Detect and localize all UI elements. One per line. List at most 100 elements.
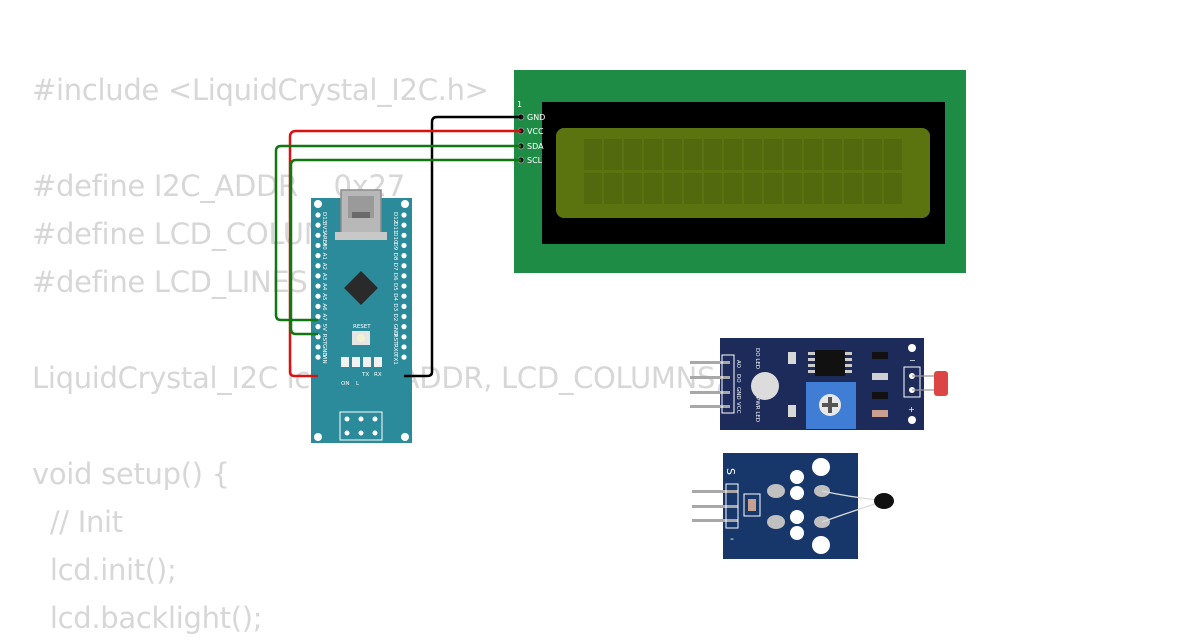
solder-pad — [790, 470, 804, 484]
nano-pin-left[interactable] — [315, 273, 321, 279]
nano-pin-left[interactable] — [315, 293, 321, 299]
lcd-pin-label: SCL — [527, 156, 543, 165]
nano-pin-right[interactable] — [401, 253, 407, 259]
wire-scl[interactable] — [289, 158, 521, 336]
wire-sda[interactable] — [274, 144, 521, 322]
nano-pin-label: A7 — [321, 314, 327, 322]
mount-hole — [401, 200, 409, 208]
nano-pin-label: A4 — [321, 283, 327, 291]
lcd-cell — [824, 139, 842, 170]
nano-pin-right[interactable] — [401, 354, 407, 360]
nano-pin-left[interactable] — [315, 354, 321, 360]
nano-pin-left[interactable] — [315, 263, 321, 269]
lcd-cell — [584, 173, 602, 204]
nano-pin-left[interactable] — [315, 242, 321, 249]
lcd-pin-label: VCC — [527, 127, 544, 136]
nano-pin-right[interactable] — [401, 273, 407, 279]
lcd-cell — [604, 173, 622, 204]
smd-part — [872, 392, 888, 399]
nano-pin-right[interactable] — [401, 263, 407, 269]
nano-pin-right[interactable] — [401, 313, 407, 320]
ntc-pcb — [723, 453, 858, 559]
led-label-tx: TX — [361, 372, 369, 378]
nano-pin-left[interactable] — [315, 283, 321, 289]
nano-pin-left[interactable] — [315, 344, 321, 350]
solder-pad — [790, 526, 804, 540]
icsp-header — [339, 411, 383, 441]
nano-pin-right[interactable] — [401, 212, 407, 218]
ldr-header-pins — [690, 354, 735, 414]
nano-pin-label: D5 — [392, 283, 398, 291]
nano-pin-right[interactable] — [401, 324, 407, 330]
nano-pin-right[interactable] — [401, 222, 407, 228]
nano-pin-right[interactable] — [401, 232, 407, 238]
reset-label: RESET — [353, 324, 371, 330]
nano-pin-right[interactable] — [401, 334, 407, 340]
thermistor-bead — [874, 493, 894, 509]
smd-part — [872, 373, 888, 380]
led-label-l: L — [356, 381, 360, 387]
nano-pin-left[interactable] — [315, 232, 321, 238]
lcd-cell — [844, 139, 862, 170]
lcd-cell — [724, 139, 742, 170]
lcd-cell — [884, 139, 902, 170]
lcd-cell — [864, 173, 882, 204]
photoresistor-sensor-module[interactable]: AO DO GND VCC DO LED PWR LED − — [690, 338, 948, 430]
ldr-socket — [903, 366, 921, 398]
nano-pin-left[interactable] — [315, 303, 321, 309]
lcd-pin-label: GND — [527, 113, 545, 122]
ntc-signal-label: S — [724, 468, 737, 475]
nano-pin-label: D10 — [392, 232, 398, 244]
nano-pin-right[interactable] — [401, 242, 407, 249]
nano-pin-right[interactable] — [401, 293, 407, 299]
lcd-cell — [664, 173, 682, 204]
nano-pin-label: VIN — [321, 354, 327, 364]
thermistor-lead — [821, 502, 879, 523]
code-line: #include <LiquidCrystal_I2C.h> — [32, 73, 489, 107]
arduino-nano[interactable]: RESET TX RX ON L D133V3AREFA0A1A2A3A4A5A… — [311, 189, 412, 443]
nano-pin-left[interactable] — [315, 253, 321, 259]
nano-pin-label: D4 — [392, 293, 398, 301]
code-line: // Init — [32, 505, 123, 539]
nano-pin-right[interactable] — [401, 344, 407, 350]
nano-pin-left[interactable] — [315, 334, 321, 340]
nano-pin-label: GND — [321, 344, 327, 357]
lcd-cell — [744, 139, 762, 170]
nano-pin-right[interactable] — [401, 303, 407, 309]
nano-pin-label: A2 — [321, 263, 327, 270]
lcd-cell — [764, 173, 782, 204]
lcd-cell — [824, 173, 842, 204]
nano-pin-left[interactable] — [315, 324, 321, 330]
reset-button-cap — [357, 334, 365, 342]
wires — [274, 115, 521, 378]
do-led-label: DO LED — [754, 348, 760, 369]
nano-pin-right[interactable] — [401, 283, 407, 289]
ldr-photocell — [934, 371, 948, 396]
ntc-resistor-outline — [743, 493, 761, 517]
nano-pin-left[interactable] — [315, 212, 321, 218]
ntc-resistor — [748, 499, 756, 511]
nano-pin-label: A3 — [321, 273, 327, 281]
microcontroller-chip — [344, 271, 378, 305]
nano-pin-label: D3 — [392, 303, 398, 311]
ntc-temperature-sensor-module[interactable]: S - — [692, 453, 894, 559]
ntc-header-pins — [692, 483, 739, 529]
lcd-1602-display[interactable]: 1 GND VCC SDA SCL — [514, 70, 966, 273]
nano-pin-label: 3V3 — [321, 222, 327, 233]
lcd-cell — [784, 173, 802, 204]
status-leds — [341, 357, 382, 367]
lcd-cell — [704, 173, 722, 204]
wire-gnd[interactable] — [404, 115, 521, 378]
solder-pad — [767, 515, 785, 529]
nano-pin-left[interactable] — [315, 313, 321, 320]
lcd-cell — [804, 173, 822, 204]
ldr-pin-ao: AO — [735, 360, 741, 369]
lcd-cell — [864, 139, 882, 170]
lcd-cell — [744, 173, 762, 204]
potentiometer-knob[interactable] — [806, 382, 856, 429]
code-line: lcd.init(); — [32, 553, 177, 587]
led-label-on: ON — [341, 381, 349, 387]
nano-pin-label: A0 — [321, 242, 327, 250]
nano-pin-left[interactable] — [315, 222, 321, 228]
